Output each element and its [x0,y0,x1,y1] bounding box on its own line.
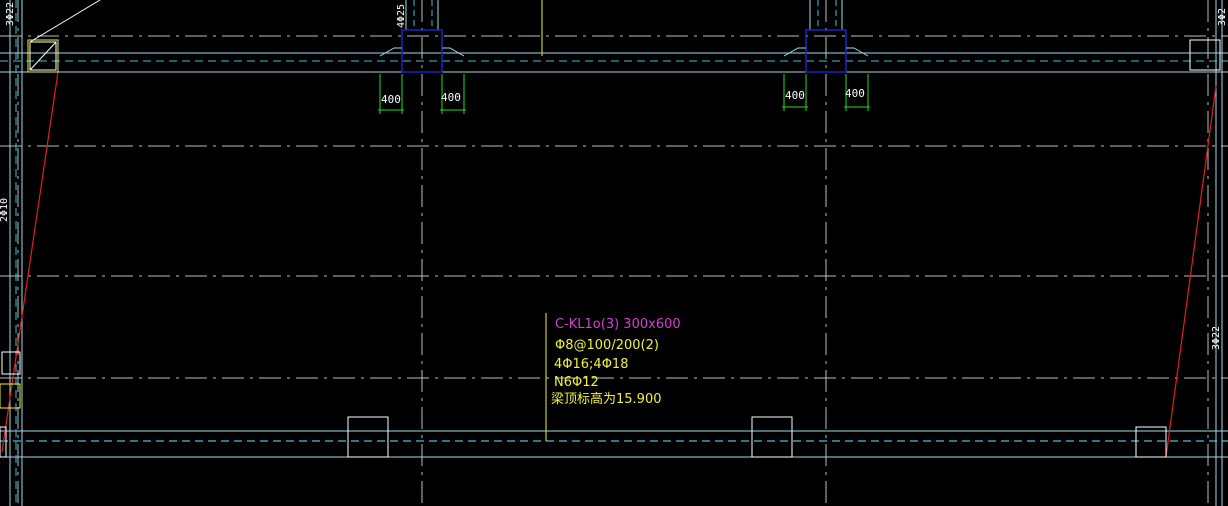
svg-text:400: 400 [785,89,805,102]
dimension-right-a: 400 [782,74,808,111]
bottom-columns[interactable] [0,416,1167,458]
label-top-left: 3Φ22 [5,2,16,26]
annotation-stirrup: Φ8@100/200(2) [555,338,659,353]
label-right-mid: 3Φ22 [1211,326,1222,350]
annotation-title: C-KL1o(3) 300x600 [555,317,681,332]
column-top-right[interactable] [1189,39,1221,71]
column-bottom-1[interactable] [347,416,389,458]
label-left-mid: 2Φ10 [0,198,10,222]
side-labels: 3Φ22 2Φ10 4Φ25 3Φ2 3Φ22 [0,2,1228,350]
column-bottom-left[interactable] [0,426,7,458]
left-beam[interactable] [9,0,23,506]
dimension-left-b: 400 [440,74,466,114]
hidden-column-left[interactable] [379,29,465,73]
column-top-left[interactable] [27,0,101,73]
column-bottom-2[interactable] [751,416,793,458]
rebar-diagonals [1,71,1217,458]
svg-text:400: 400 [845,87,865,100]
svg-text:400: 400 [441,91,461,104]
top-beam[interactable] [0,52,1228,73]
annotation-main-bars: 4Φ16;4Φ18 [554,357,628,372]
secondary-beam-stubs [405,0,843,30]
column-left-mid[interactable] [0,351,21,409]
annotation-side-bars: N6Φ12 [554,375,599,390]
dimension-right-b: 400 [844,74,870,111]
label-top-col-a: 4Φ25 [396,4,407,28]
column-bottom-3[interactable] [1135,426,1167,458]
beam-annotation[interactable]: C-KL1o(3) 300x600 Φ8@100/200(2) 4Φ16;4Φ1… [545,313,681,441]
hidden-column-right[interactable] [783,29,869,73]
label-top-right: 3Φ2 [1217,8,1228,26]
right-beam[interactable] [1215,0,1223,506]
dimension-left-a: 400 [378,74,404,114]
svg-text:400: 400 [381,93,401,106]
annotation-elevation: 梁顶标高为15.900 [551,391,662,407]
bottom-beam[interactable] [0,430,1228,458]
